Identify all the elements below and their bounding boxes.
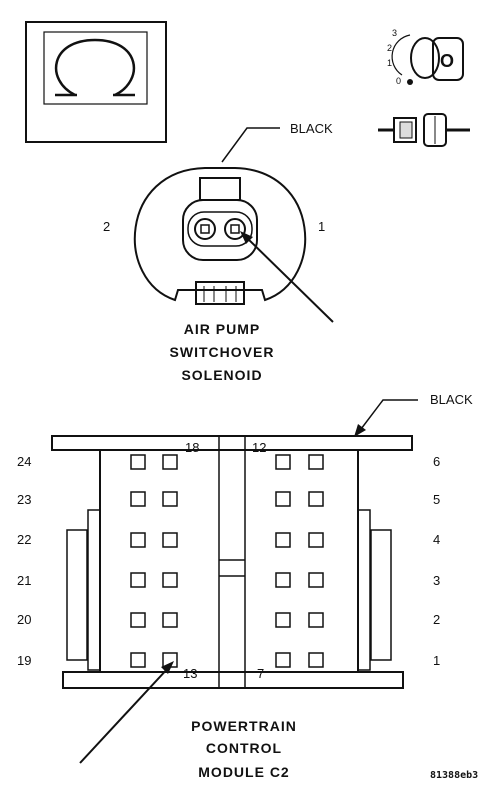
pin-cavity bbox=[275, 652, 291, 668]
pin-label-12: 12 bbox=[252, 440, 266, 455]
key-position-2: 2 bbox=[387, 43, 392, 53]
title-air-pump-line2: SWITCHOVER bbox=[170, 344, 275, 360]
pin-label-22: 22 bbox=[17, 532, 31, 547]
figure-code: 81388eb3 bbox=[430, 770, 478, 781]
pin-label-13: 13 bbox=[183, 666, 197, 681]
pin-cavity bbox=[162, 612, 178, 628]
pin-cavity bbox=[130, 612, 146, 628]
pin-cavity bbox=[308, 454, 324, 470]
black-label-bottom: BLACK bbox=[430, 392, 473, 407]
pin-cavity bbox=[162, 532, 178, 548]
pin-label-18: 18 bbox=[185, 440, 199, 455]
ohm-symbol-box bbox=[25, 21, 167, 143]
pin-label-5: 5 bbox=[433, 492, 440, 507]
pin-label-23: 23 bbox=[17, 492, 31, 507]
ignition-key-icon: 3 2 1 0 O bbox=[387, 28, 464, 86]
pin-cavity bbox=[275, 532, 291, 548]
title-air-pump-line3: SOLENOID bbox=[181, 367, 262, 383]
pin-cavity bbox=[130, 572, 146, 588]
pin-cavity bbox=[308, 491, 324, 507]
pin-label-24: 24 bbox=[17, 454, 31, 469]
black-label-top: BLACK bbox=[290, 121, 333, 136]
key-letter: O bbox=[440, 51, 455, 71]
pin-cavity bbox=[308, 532, 324, 548]
pin-label-2: 2 bbox=[433, 612, 440, 627]
pin-cavity bbox=[308, 572, 324, 588]
pin-cavity bbox=[275, 491, 291, 507]
pin-cavity bbox=[162, 572, 178, 588]
key-position-3: 3 bbox=[392, 28, 397, 38]
air-pump-connector bbox=[133, 167, 307, 305]
title-air-pump-line1: AIR PUMP bbox=[184, 321, 260, 337]
pin-label-3: 3 bbox=[433, 573, 440, 588]
pin-cavity bbox=[130, 532, 146, 548]
pin-cavity bbox=[275, 572, 291, 588]
pin-label-20: 20 bbox=[17, 612, 31, 627]
pin-label-2: 2 bbox=[103, 219, 110, 234]
pin-cavity bbox=[130, 491, 146, 507]
pin-label-19: 19 bbox=[17, 653, 31, 668]
pcm-connector bbox=[51, 435, 413, 689]
pin-cavity bbox=[275, 612, 291, 628]
pin-label-1: 1 bbox=[318, 219, 325, 234]
title-pcm-line1: POWERTRAIN bbox=[191, 718, 297, 734]
pin-label-1: 1 bbox=[433, 653, 440, 668]
title-pcm-line2: CONTROL bbox=[206, 740, 282, 756]
pin-cavity bbox=[130, 652, 146, 668]
title-pcm-line3: MODULE C2 bbox=[198, 764, 289, 780]
pin-cavity bbox=[162, 454, 178, 470]
pin-cavity bbox=[130, 454, 146, 470]
connector-side-view-icon bbox=[378, 113, 470, 147]
pin-label-21: 21 bbox=[17, 573, 31, 588]
pin-label-4: 4 bbox=[433, 532, 440, 547]
pin-label-6: 6 bbox=[433, 454, 440, 469]
pin-cavity bbox=[308, 652, 324, 668]
pin-cavity bbox=[275, 454, 291, 470]
key-position-0: 0 bbox=[396, 76, 401, 86]
pin-label-7: 7 bbox=[257, 666, 264, 681]
pin-cavity bbox=[162, 491, 178, 507]
key-position-1: 1 bbox=[387, 58, 392, 68]
pin-cavity bbox=[308, 612, 324, 628]
